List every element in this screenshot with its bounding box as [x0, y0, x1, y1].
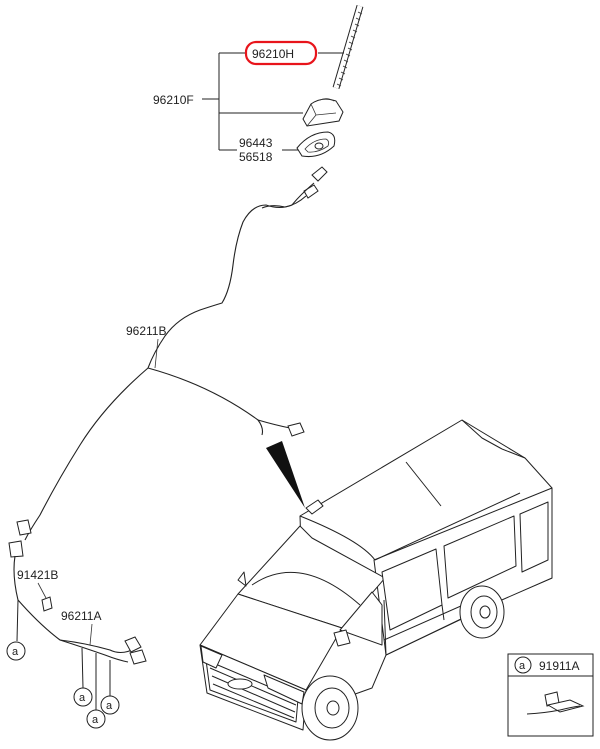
ref-circle-4[interactable]: a — [86, 709, 106, 729]
label-96210H[interactable]: 96210H — [252, 47, 294, 61]
svg-text:a: a — [12, 646, 19, 658]
svg-text:a: a — [519, 660, 526, 672]
ref-box-marker[interactable]: a — [514, 656, 532, 674]
antenna-rod — [332, 5, 364, 89]
front-wheel — [301, 675, 359, 741]
antenna-gasket — [296, 131, 336, 157]
feeder-cable — [16, 166, 328, 541]
leader-96211A — [89, 623, 93, 646]
van-illustration — [199, 419, 553, 741]
antenna-base — [302, 98, 344, 127]
svg-text:a: a — [106, 700, 113, 712]
ref-circle-3[interactable]: a — [100, 695, 120, 715]
svg-text:a: a — [92, 714, 99, 726]
extension-cable — [8, 540, 147, 710]
leader-96211B — [154, 338, 159, 369]
clip-part — [37, 582, 53, 612]
cable-clip-icon — [526, 691, 585, 715]
rear-wheel — [459, 585, 505, 639]
bracket-lines — [202, 52, 344, 151]
pointer-wedge — [266, 441, 305, 508]
reference-box: a 91911A — [507, 653, 594, 737]
label-56518[interactable]: 56518 — [239, 150, 273, 164]
label-91421B[interactable]: 91421B — [17, 568, 58, 582]
label-91911A[interactable]: 91911A — [539, 659, 579, 673]
label-96211A[interactable]: 96211A — [61, 609, 101, 623]
ref-circle-2[interactable]: a — [73, 687, 93, 707]
label-96443[interactable]: 96443 — [239, 136, 273, 150]
ref-circle-1[interactable]: a — [6, 641, 26, 661]
label-96211B[interactable]: 96211B — [126, 324, 166, 338]
svg-text:a: a — [79, 692, 86, 704]
label-96210F[interactable]: 96210F — [153, 93, 194, 107]
highlight-box — [244, 40, 318, 66]
